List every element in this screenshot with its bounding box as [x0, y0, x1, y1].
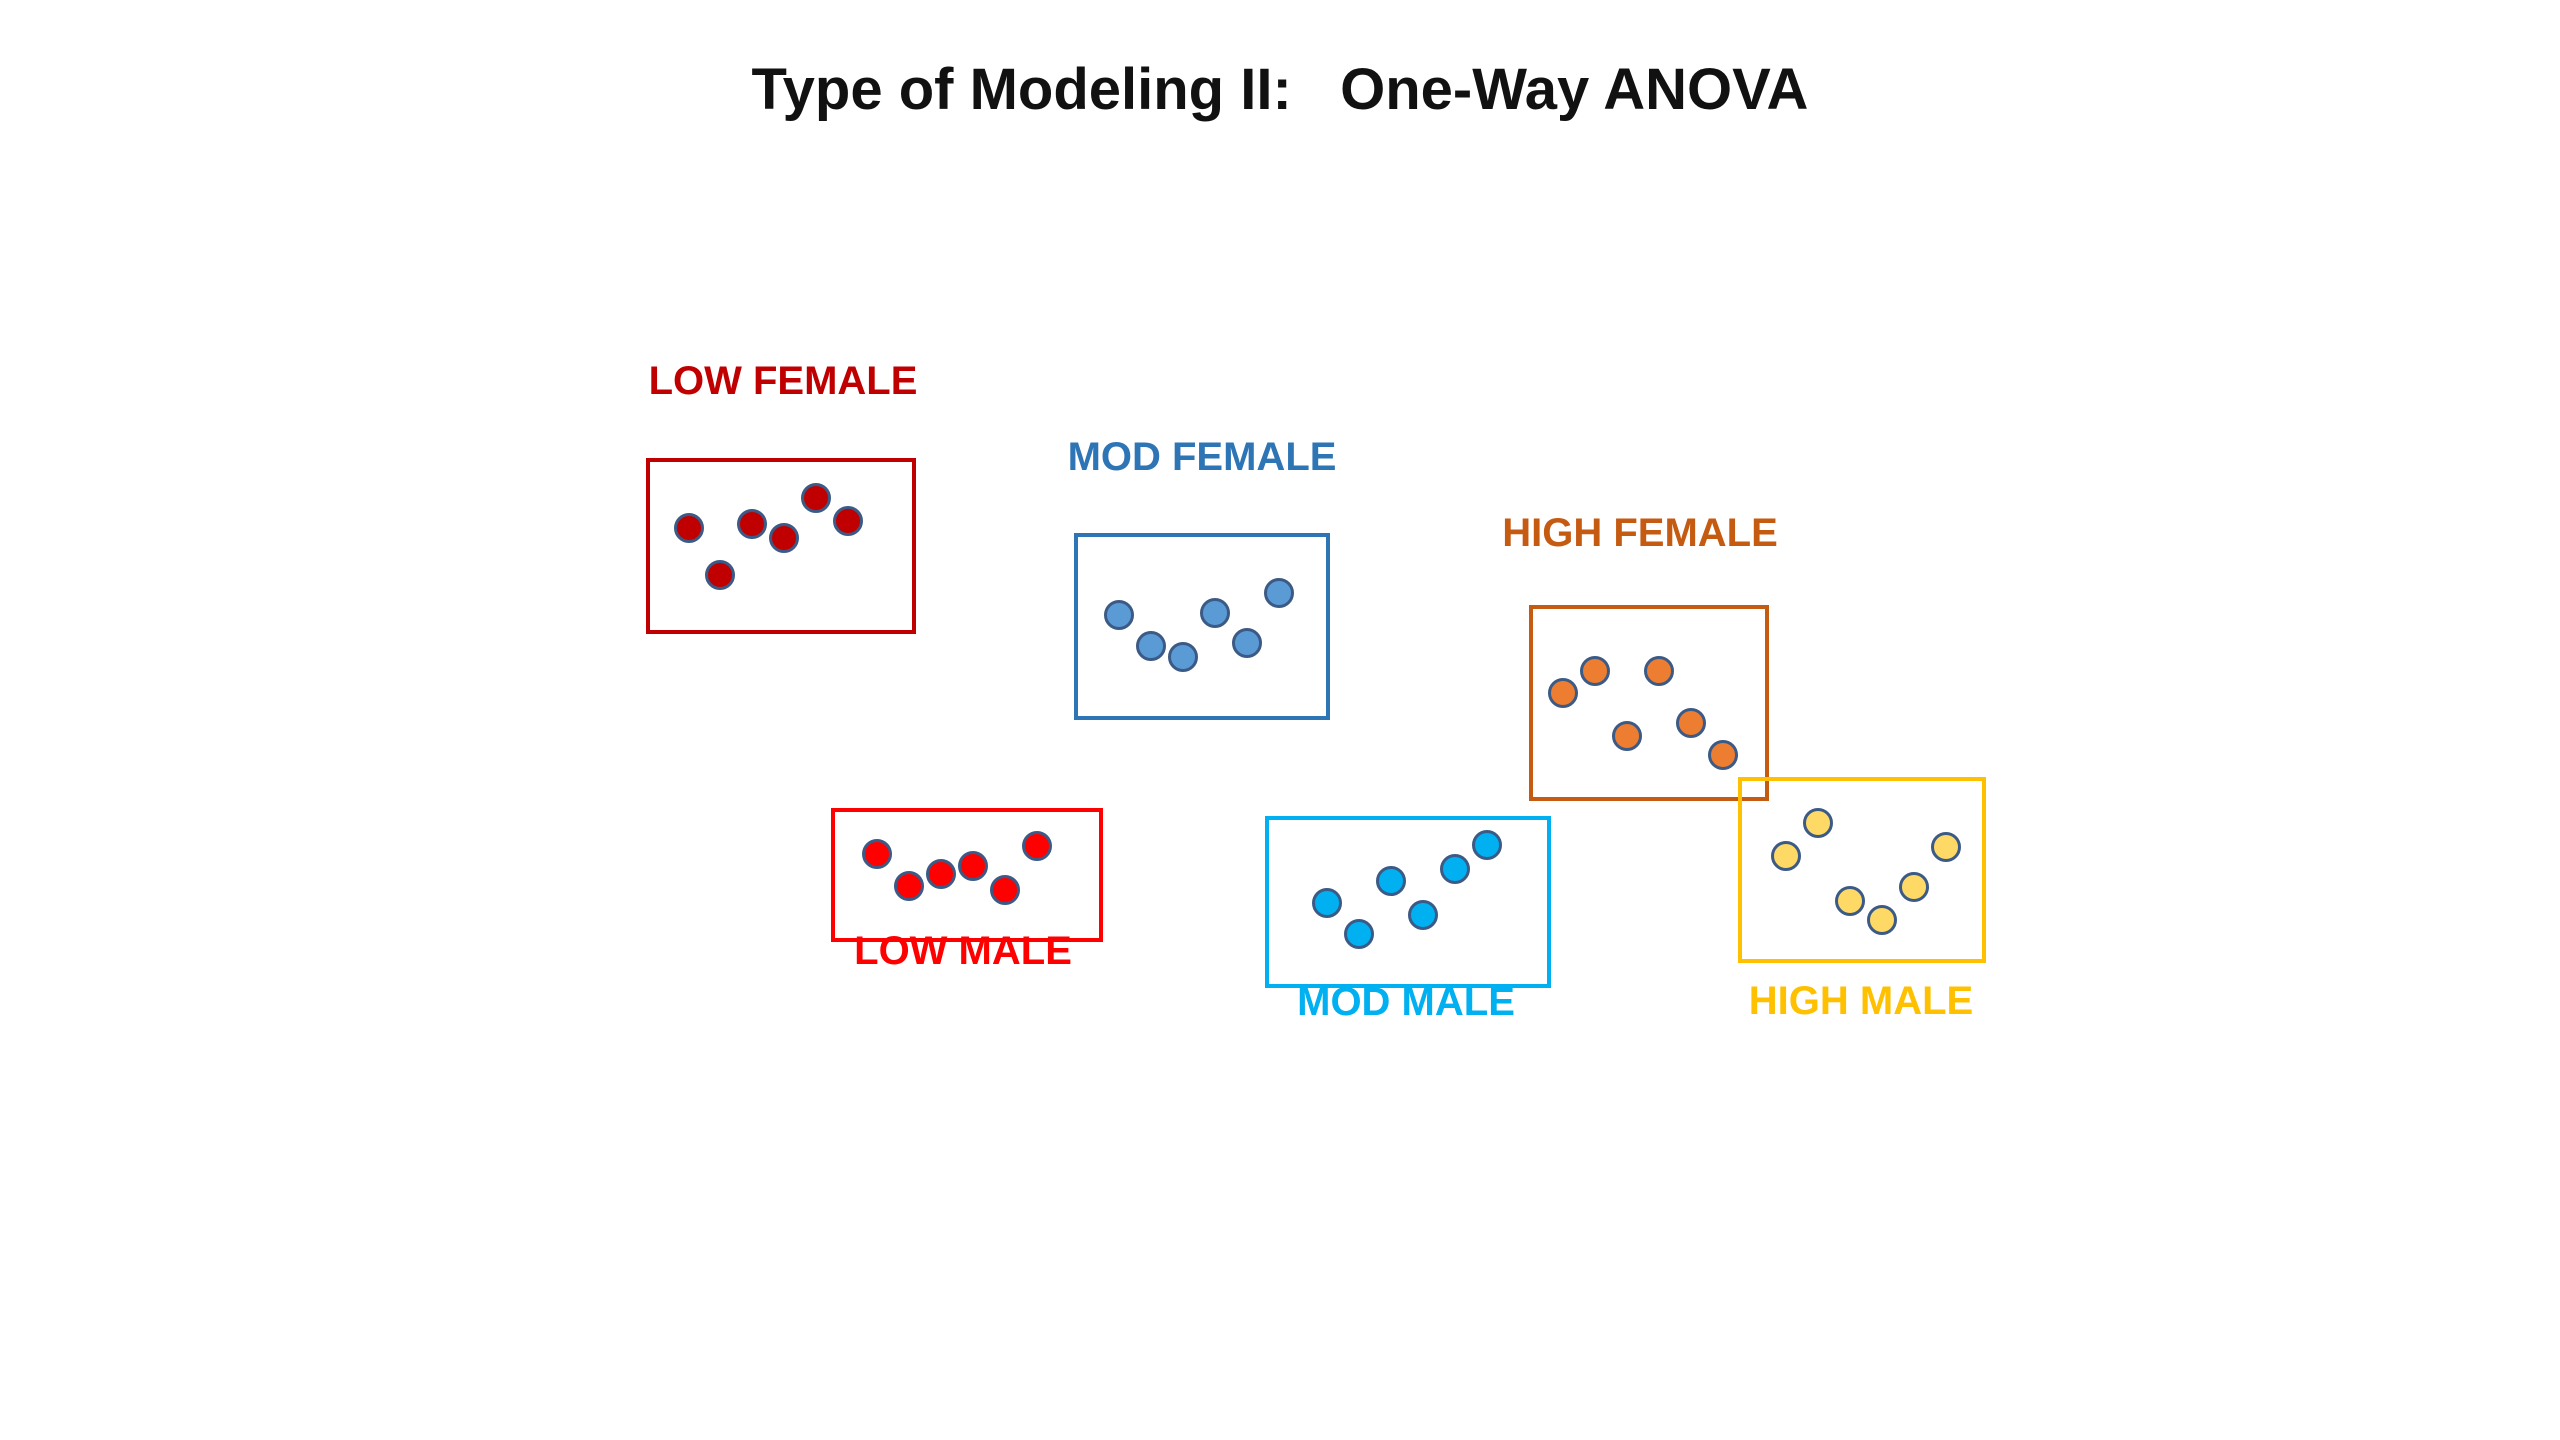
high-male-data-point	[1803, 808, 1833, 838]
mod-male-data-point	[1312, 888, 1342, 918]
high-female-data-point	[1644, 656, 1674, 686]
mod-female-label: MOD FEMALE	[1067, 435, 1337, 479]
low-male-data-point	[894, 871, 924, 901]
low-male-data-point	[926, 859, 956, 889]
high-male-box	[1738, 777, 1986, 963]
mod-male-data-point	[1344, 919, 1374, 949]
mod-male-box	[1265, 816, 1551, 988]
mod-female-data-point	[1232, 628, 1262, 658]
mod-female-data-point	[1200, 598, 1230, 628]
low-male-data-point	[862, 839, 892, 869]
high-male-data-point	[1835, 886, 1865, 916]
high-female-label: HIGH FEMALE	[1502, 511, 1778, 555]
mod-female-box	[1074, 533, 1330, 720]
high-female-box	[1529, 605, 1769, 801]
high-female-data-point	[1580, 656, 1610, 686]
slide-title: Type of Modeling II: One-Way ANOVA	[751, 57, 1809, 122]
mod-female-data-point	[1136, 631, 1166, 661]
high-female-data-point	[1612, 721, 1642, 751]
low-female-label: LOW FEMALE	[648, 359, 918, 403]
mod-female-data-point	[1264, 578, 1294, 608]
low-female-data-point	[737, 509, 767, 539]
mod-male-data-point	[1408, 900, 1438, 930]
low-female-data-point	[833, 506, 863, 536]
low-female-data-point	[801, 483, 831, 513]
high-female-data-point	[1676, 708, 1706, 738]
low-female-data-point	[674, 513, 704, 543]
mod-male-data-point	[1440, 854, 1470, 884]
high-female-data-point	[1708, 740, 1738, 770]
high-male-data-point	[1899, 872, 1929, 902]
low-male-data-point	[990, 875, 1020, 905]
low-male-label: LOW MALE	[854, 929, 1072, 973]
high-male-data-point	[1867, 905, 1897, 935]
mod-female-data-point	[1168, 642, 1198, 672]
low-female-box	[646, 458, 916, 634]
mod-female-data-point	[1104, 600, 1134, 630]
low-male-box	[831, 808, 1103, 942]
mod-male-data-point	[1376, 866, 1406, 896]
high-female-data-point	[1548, 678, 1578, 708]
mod-male-data-point	[1472, 830, 1502, 860]
high-male-data-point	[1771, 841, 1801, 871]
low-female-data-point	[705, 560, 735, 590]
low-male-data-point	[958, 851, 988, 881]
high-male-data-point	[1931, 832, 1961, 862]
low-male-data-point	[1022, 831, 1052, 861]
low-female-data-point	[769, 523, 799, 553]
high-male-label: HIGH MALE	[1748, 979, 1974, 1023]
